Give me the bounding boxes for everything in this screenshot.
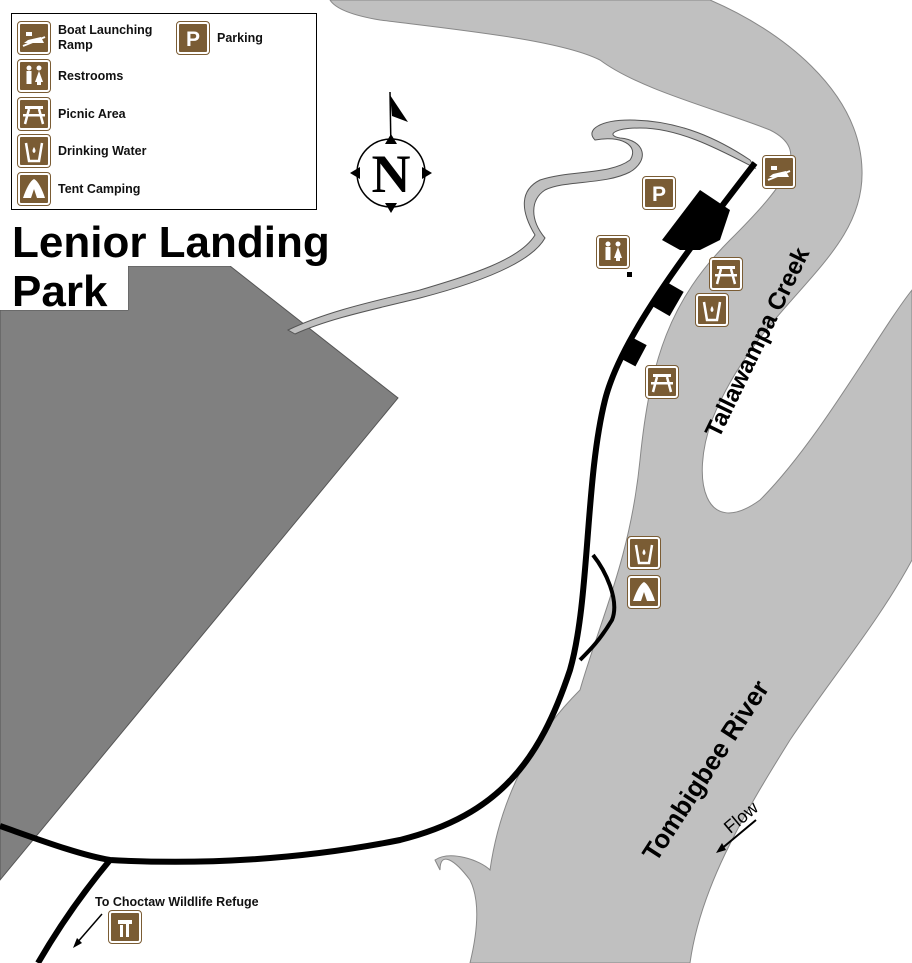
legend-item-tent: Tent Camping xyxy=(17,172,141,206)
park-title-line-2: Park xyxy=(12,267,108,316)
parking-lot-main xyxy=(662,190,730,250)
parking-lot-2 xyxy=(652,281,684,317)
legend-item-water: Drinking Water xyxy=(17,134,147,168)
road-south xyxy=(35,858,113,963)
compass-north-letter: N xyxy=(372,144,411,204)
restrooms-sign xyxy=(596,235,630,269)
legend-item-boat-ramp: Boat Launching Ramp xyxy=(17,21,168,55)
drinking-water-icon xyxy=(17,134,51,168)
refuge-sign xyxy=(108,910,142,944)
picnic-sign-2 xyxy=(645,365,679,399)
restrooms-icon xyxy=(17,59,51,93)
water-sign-1 xyxy=(695,293,729,327)
picnic-table-icon xyxy=(17,97,51,131)
water-sign-2 xyxy=(627,536,661,570)
legend-label-parking: Parking xyxy=(217,30,263,45)
parking-icon: P xyxy=(176,21,210,55)
legend-label-tent: Tent Camping xyxy=(58,181,141,196)
picnic-sign-1 xyxy=(709,257,743,291)
refuge-land-area xyxy=(0,265,399,881)
legend-item-restrooms: Restrooms xyxy=(17,59,124,93)
parking-lot-3 xyxy=(621,337,647,367)
legend-label-picnic: Picnic Area xyxy=(58,106,126,121)
legend-item-picnic: Picnic Area xyxy=(17,97,126,131)
legend-label-restrooms: Restrooms xyxy=(58,68,124,83)
tent-sign xyxy=(627,575,661,609)
parking-sign: P xyxy=(642,176,676,210)
legend-item-parking: P Parking xyxy=(176,21,263,55)
main-road xyxy=(0,161,758,865)
legend-label-water: Drinking Water xyxy=(58,143,147,158)
road-loop xyxy=(578,553,617,662)
flow-arrow xyxy=(719,819,757,851)
boat-ramp-icon xyxy=(17,21,51,55)
parking-sign-glyph: P xyxy=(652,183,666,206)
restroom-building xyxy=(627,272,632,277)
tributary-stream xyxy=(286,119,757,335)
refuge-label: To Choctaw Wildlife Refuge xyxy=(95,895,259,909)
title-backdrop xyxy=(0,220,128,310)
refuge-arrow xyxy=(75,913,103,945)
boat-ramp-sign xyxy=(762,155,796,189)
tombigbee-river-water xyxy=(329,0,912,963)
map-legend: Boat Launching Ramp Restrooms Picnic Are… xyxy=(11,13,317,210)
tent-icon xyxy=(17,172,51,206)
parking-glyph: P xyxy=(186,28,200,51)
legend-label-boat-ramp: Boat Launching Ramp xyxy=(58,23,153,52)
park-title: Lenior Landing Park xyxy=(12,218,380,316)
compass-rose: N xyxy=(350,91,432,213)
park-title-line-1: Lenior Landing xyxy=(12,218,330,267)
title-backdrop-2 xyxy=(128,220,370,266)
